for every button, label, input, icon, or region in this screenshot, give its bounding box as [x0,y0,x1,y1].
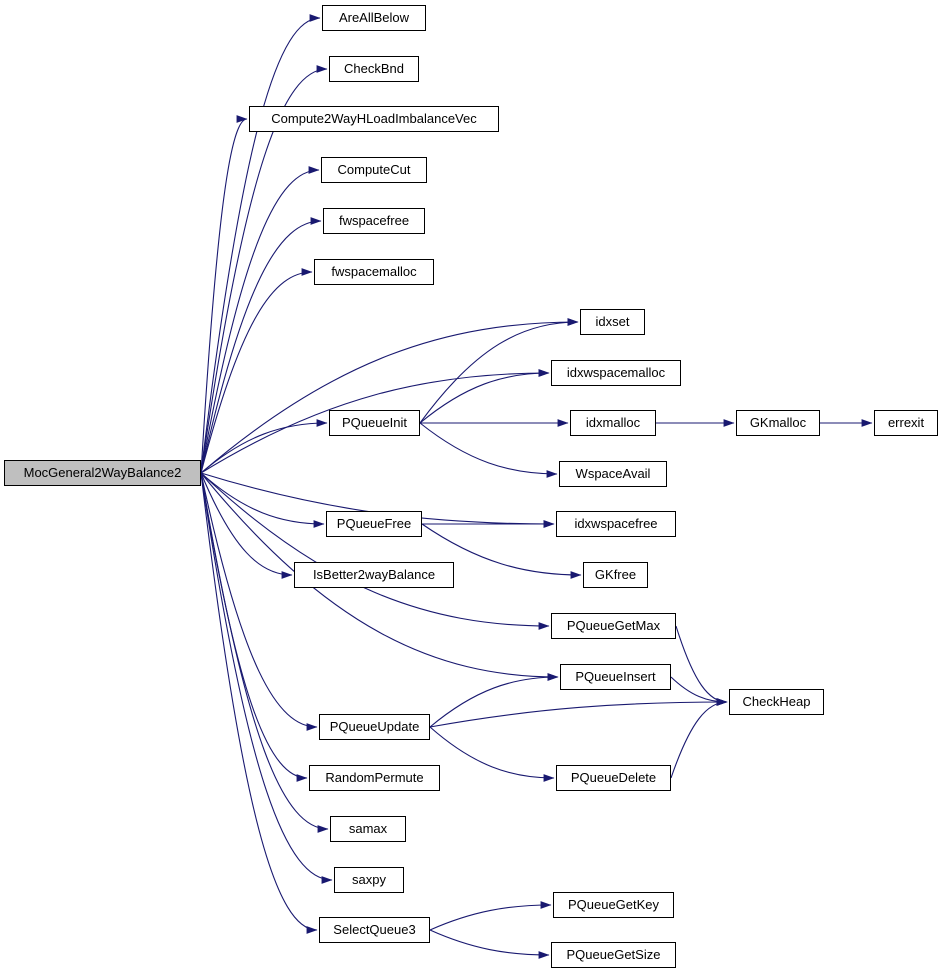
graph-node-CheckHeap[interactable]: CheckHeap [729,689,824,715]
graph-node-PQueueDelete[interactable]: PQueueDelete [556,765,671,791]
graph-node-idxwspacemalloc[interactable]: idxwspacemalloc [551,360,681,386]
graph-node-idxmalloc[interactable]: idxmalloc [570,410,656,436]
edges [200,14,873,959]
edge-MocGeneral2WayBalance2-to-ComputeCut [200,166,320,474]
graph-node-CheckBnd[interactable]: CheckBnd [329,56,419,82]
edge-PQueueGetMax-to-CheckHeap [675,625,728,706]
graph-node-saxpy[interactable]: saxpy [334,867,404,893]
edge-MocGeneral2WayBalance2-to-SelectQueue3 [200,472,318,934]
graph-node-AreAllBelow[interactable]: AreAllBelow [322,5,426,31]
edge-PQueueUpdate-to-PQueueDelete [429,726,555,782]
graph-node-PQueueGetMax[interactable]: PQueueGetMax [551,613,676,639]
edge-MocGeneral2WayBalance2-to-samax [200,472,329,833]
graph-node-GKmalloc[interactable]: GKmalloc [736,410,820,436]
graph-node-errexit[interactable]: errexit [874,410,938,436]
graph-node-ComputeCut[interactable]: ComputeCut [321,157,427,183]
graph-node-MocGeneral2WayBalance2: MocGeneral2WayBalance2 [4,460,201,486]
graph-node-WspaceAvail[interactable]: WspaceAvail [559,461,667,487]
edge-SelectQueue3-to-PQueueGetKey [429,901,552,931]
edge-SelectQueue3-to-PQueueGetSize [429,929,550,959]
edge-MocGeneral2WayBalance2-to-Compute2WayHLoadImbalanceVec [200,115,248,474]
edge-PQueueInit-to-idxwspacemalloc [419,369,550,424]
edge-MocGeneral2WayBalance2-to-fwspacefree [200,217,322,474]
graph-node-fwspacefree[interactable]: fwspacefree [323,208,425,234]
graph-node-PQueueInit[interactable]: PQueueInit [329,410,420,436]
edge-MocGeneral2WayBalance2-to-PQueueInsert [200,472,559,681]
edge-MocGeneral2WayBalance2-to-IsBetter2wayBalance [200,472,293,579]
edge-PQueueDelete-to-CheckHeap [670,698,728,779]
edge-MocGeneral2WayBalance2-to-PQueueGetMax [200,472,550,630]
edge-MocGeneral2WayBalance2-to-idxwspacemalloc [200,369,550,474]
edge-MocGeneral2WayBalance2-to-PQueueInit [200,419,328,474]
edge-MocGeneral2WayBalance2-to-fwspacemalloc [200,268,313,474]
edge-MocGeneral2WayBalance2-to-AreAllBelow [200,14,321,474]
edge-PQueueUpdate-to-CheckHeap [429,698,728,728]
edge-MocGeneral2WayBalance2-to-CheckBnd [200,65,328,474]
graph-node-PQueueUpdate[interactable]: PQueueUpdate [319,714,430,740]
edge-PQueueUpdate-to-PQueueInsert [429,673,559,728]
edge-MocGeneral2WayBalance2-to-idxset [200,318,579,474]
graph-node-samax[interactable]: samax [330,816,406,842]
edge-MocGeneral2WayBalance2-to-PQueueFree [200,472,325,528]
graph-node-PQueueInsert[interactable]: PQueueInsert [560,664,671,690]
graph-node-GKfree[interactable]: GKfree [583,562,648,588]
edge-MocGeneral2WayBalance2-to-saxpy [200,472,333,884]
graph-node-PQueueFree[interactable]: PQueueFree [326,511,422,537]
graph-node-RandomPermute[interactable]: RandomPermute [309,765,440,791]
graph-node-Compute2WayHLoadImbalanceVec[interactable]: Compute2WayHLoadImbalanceVec [249,106,499,132]
graph-node-IsBetter2wayBalance[interactable]: IsBetter2wayBalance [294,562,454,588]
graph-node-idxwspacefree[interactable]: idxwspacefree [556,511,676,537]
edge-PQueueInit-to-idxset [419,318,579,424]
graph-node-PQueueGetSize[interactable]: PQueueGetSize [551,942,676,968]
edge-PQueueInit-to-WspaceAvail [419,422,558,478]
edge-MocGeneral2WayBalance2-to-PQueueUpdate [200,472,318,731]
edge-PQueueFree-to-GKfree [421,523,582,579]
graph-node-fwspacemalloc[interactable]: fwspacemalloc [314,259,434,285]
graph-node-idxset[interactable]: idxset [580,309,645,335]
graph-node-PQueueGetKey[interactable]: PQueueGetKey [553,892,674,918]
graph-node-SelectQueue3[interactable]: SelectQueue3 [319,917,430,943]
